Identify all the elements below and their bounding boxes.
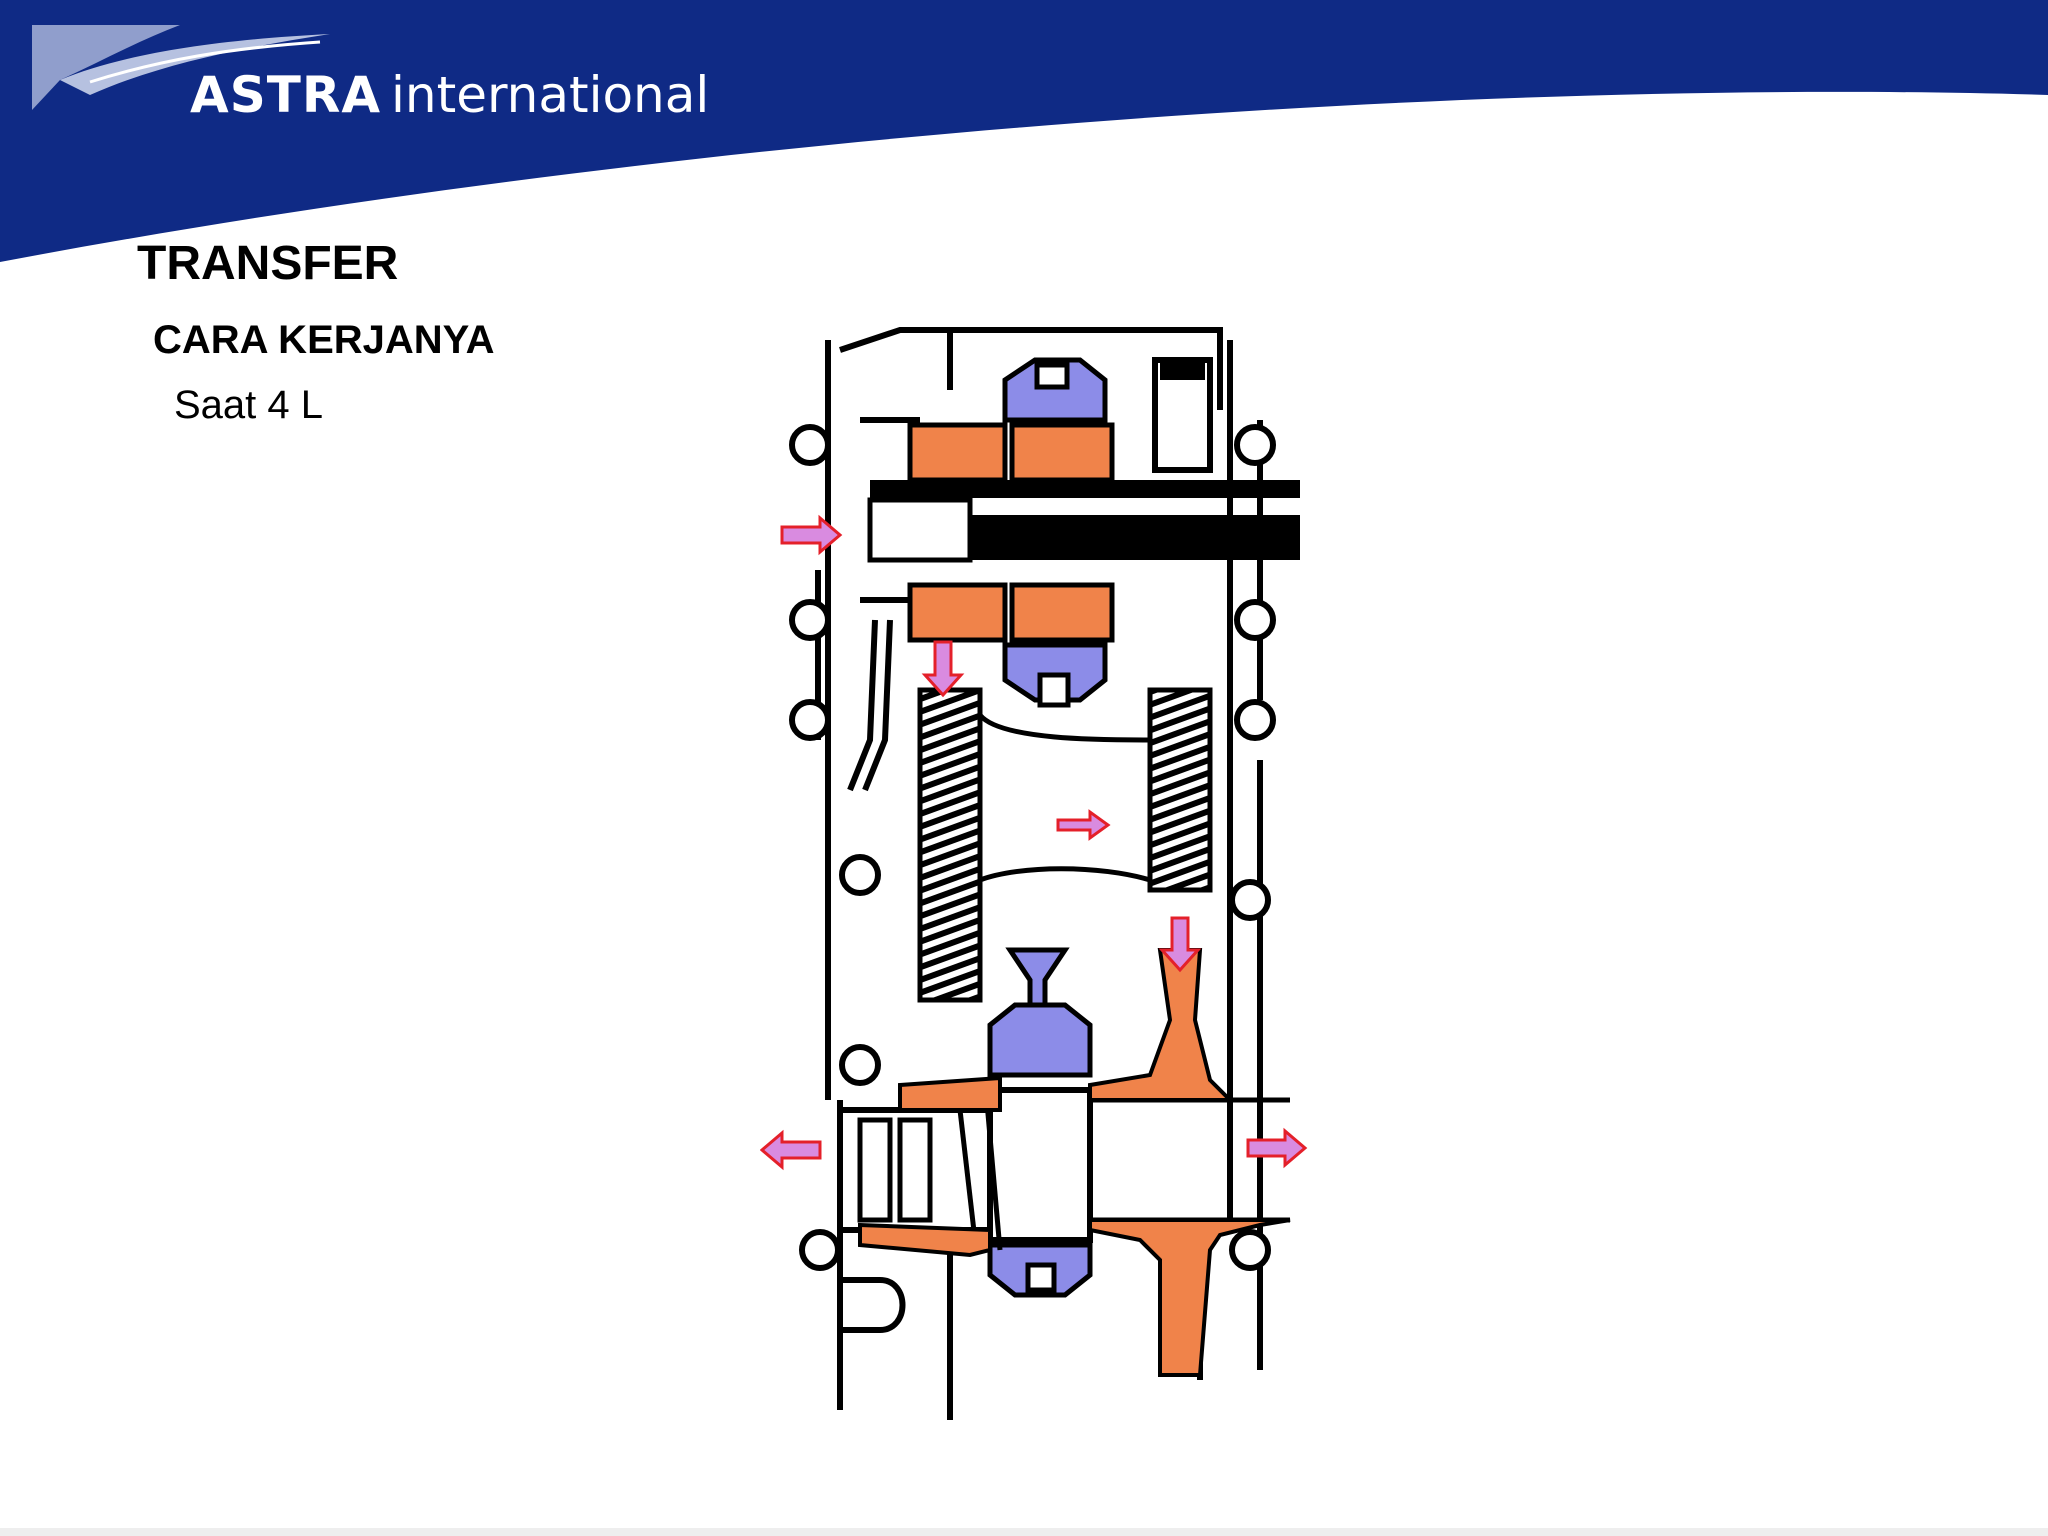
bearings [789,424,1276,1271]
mode-label: Saat 4 L [174,383,324,427]
astra-swoosh-icon [32,25,330,110]
middle-synchro [987,947,1093,1298]
top-gears [907,422,1115,643]
page-title: TRANSFER [137,237,399,290]
brand-name-light: international [391,66,710,124]
brand-name-bold: ASTRA [190,66,382,124]
header-background [0,0,2048,262]
top-synchro [1002,357,1108,708]
footer-divider [0,1528,2048,1536]
header-band [0,0,2048,262]
output-shafts [837,1079,1290,1251]
section-subtitle: CARA KERJANYA [153,318,495,362]
output-gears [858,948,1291,1377]
transfer-case-diagram [760,327,1308,1420]
input-shaft [867,480,1300,563]
countershaft-gears [917,687,1213,1003]
flow-arrow-icon [760,514,1308,1171]
